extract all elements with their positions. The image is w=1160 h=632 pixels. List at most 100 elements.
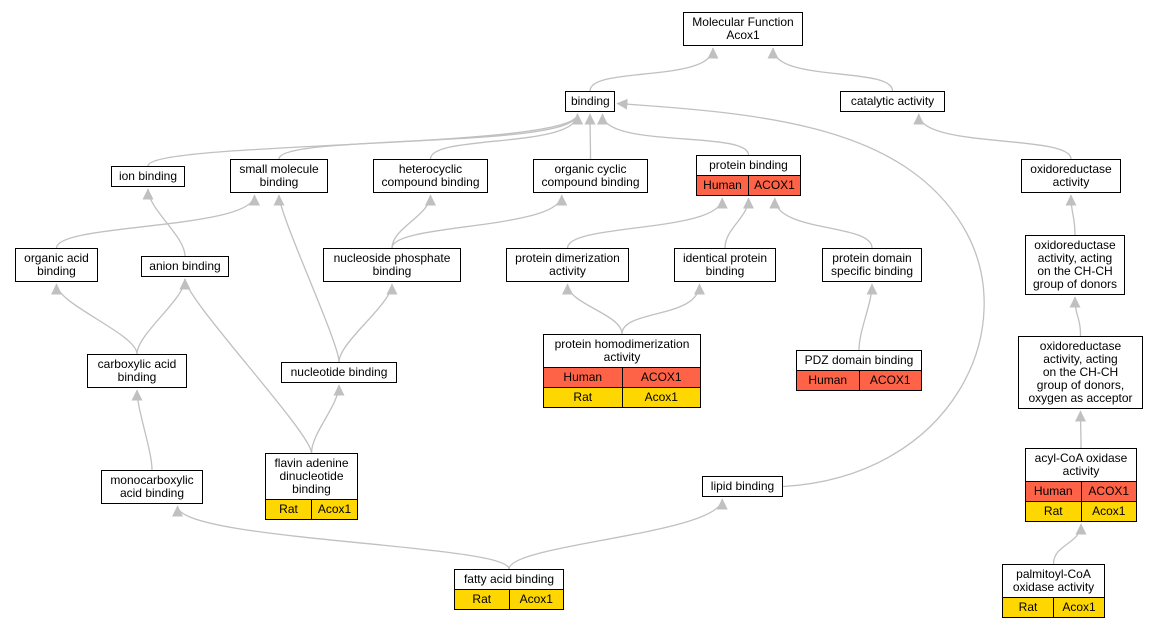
annotation-row: Human ACOX1 bbox=[1026, 481, 1136, 501]
go-term-binding[interactable]: binding bbox=[565, 91, 615, 112]
go-term-label: Molecular Function Acox1 bbox=[692, 15, 794, 42]
go-term-pdsb[interactable]: protein domain specific binding bbox=[822, 248, 922, 282]
edge-smb-to-binding bbox=[278, 113, 583, 160]
go-term-label: oxidoreductase activity bbox=[1030, 162, 1112, 189]
gene-cell: ACOX1 bbox=[858, 371, 922, 390]
go-term-label: lipid binding bbox=[710, 479, 775, 493]
edge-oxacc-to-oxch bbox=[1069, 296, 1082, 337]
gene-cell: ACOX1 bbox=[748, 176, 800, 195]
go-term-smb[interactable]: small molecule binding bbox=[230, 159, 328, 193]
go-term-anb[interactable]: anion binding bbox=[141, 256, 229, 277]
edge-mcab-to-cab bbox=[131, 389, 153, 471]
species-cell: Rat bbox=[1043, 504, 1063, 518]
edge-hcb-to-binding bbox=[429, 113, 583, 160]
go-term-label: protein domain specific binding bbox=[830, 251, 914, 278]
gene-cell: Acox1 bbox=[1053, 598, 1104, 617]
go-term-oab[interactable]: organic acid binding bbox=[15, 248, 98, 282]
go-term-cat[interactable]: catalytic activity bbox=[840, 91, 945, 112]
go-term-hcb[interactable]: heterocyclic compound binding bbox=[373, 159, 488, 193]
go-term-label: organic cyclic compound binding bbox=[541, 162, 640, 189]
go-term-cab[interactable]: carboxylic acid binding bbox=[87, 354, 187, 388]
edge-pcoa-to-acyl bbox=[1052, 523, 1087, 565]
gene-cell: Acox1 bbox=[311, 500, 357, 519]
go-term-label: organic acid binding bbox=[24, 251, 89, 278]
gene-cell: ACOX1 bbox=[1080, 482, 1137, 501]
gene-cell: ACOX1 bbox=[621, 368, 701, 387]
edge-pb-to-binding bbox=[597, 113, 750, 156]
go-term-label: binding bbox=[571, 94, 610, 108]
edge-ocb-to-binding bbox=[584, 113, 596, 160]
go-term-label: catalytic activity bbox=[850, 94, 935, 108]
edge-phd-to-ipb bbox=[621, 283, 705, 335]
go-term-nb[interactable]: nucleotide binding bbox=[281, 362, 397, 383]
annotation-row: Human ACOX1 bbox=[697, 175, 800, 195]
edge-pdsb-to-pb bbox=[769, 197, 873, 249]
species-cell: Human bbox=[703, 178, 742, 192]
edge-oxr-to-cat bbox=[913, 113, 1072, 160]
go-term-label: carboxylic acid binding bbox=[97, 357, 177, 384]
species-cell: Human bbox=[1033, 484, 1073, 498]
edge-anb-to-ionb bbox=[142, 188, 186, 257]
edge-oab-to-smb bbox=[55, 194, 260, 249]
edge-phd-to-pda bbox=[562, 283, 623, 335]
go-term-ocb[interactable]: organic cyclic compound binding bbox=[533, 159, 648, 193]
edge-nb-to-npb bbox=[338, 283, 398, 363]
edge-pdz-to-pdsb bbox=[858, 283, 878, 351]
edge-cat-to-mf bbox=[767, 47, 894, 92]
edge-ipb-to-pb bbox=[724, 197, 754, 249]
go-term-mcab[interactable]: monocarboxylic acid binding bbox=[101, 470, 203, 504]
edge-oxch-to-oxr bbox=[1065, 194, 1077, 236]
go-term-label: fatty acid binding bbox=[463, 572, 555, 586]
go-term-oxr[interactable]: oxidoreductase activity bbox=[1021, 159, 1121, 193]
go-term-label: PDZ domain binding bbox=[804, 353, 914, 367]
annotation-row: Human ACOX1 bbox=[544, 367, 700, 387]
gene-cell: Acox1 bbox=[1080, 502, 1137, 521]
go-term-ipb[interactable]: identical protein binding bbox=[674, 248, 776, 282]
annotation-row: Rat Acox1 bbox=[1026, 501, 1136, 521]
go-term-label: protein homodimerization activity bbox=[554, 337, 690, 364]
go-term-lb[interactable]: lipid binding bbox=[702, 476, 783, 497]
go-term-label: palmitoyl-CoA oxidase activity bbox=[1012, 567, 1095, 594]
annotation-row: Rat Acox1 bbox=[455, 589, 563, 609]
edge-fad-to-anb bbox=[179, 278, 313, 454]
go-term-label: oxidoreductase activity, acting on the C… bbox=[1032, 238, 1118, 291]
edge-fad-to-nb bbox=[310, 384, 345, 454]
edge-nb-to-smb bbox=[273, 194, 340, 363]
go-term-ionb[interactable]: ion binding bbox=[111, 166, 185, 187]
go-term-label: protein dimerization activity bbox=[515, 251, 620, 278]
species-cell: Rat bbox=[573, 390, 593, 404]
edge-npb-to-ocb bbox=[391, 194, 568, 249]
edge-lb-to-binding bbox=[616, 98, 985, 488]
edge-fab-to-mcab bbox=[172, 505, 510, 570]
go-term-label: nucleoside phosphate binding bbox=[333, 251, 451, 278]
go-term-oxch[interactable]: oxidoreductase activity, acting on the C… bbox=[1025, 235, 1125, 295]
edge-binding-to-mf bbox=[589, 47, 719, 92]
go-term-label: flavin adenine dinucleotide binding bbox=[274, 456, 349, 496]
go-term-oxacc[interactable]: oxidoreductase activity, acting on the C… bbox=[1018, 336, 1143, 409]
go-term-label: nucleotide binding bbox=[290, 365, 388, 379]
gene-cell: Acox1 bbox=[621, 388, 701, 407]
edge-cab-to-oab bbox=[51, 283, 138, 355]
go-term-label: monocarboxylic acid binding bbox=[110, 473, 194, 500]
go-term-label: acyl-CoA oxidase activity bbox=[1034, 451, 1128, 478]
edge-acyl-to-oxacc bbox=[1075, 410, 1087, 449]
edge-ionb-to-binding bbox=[147, 113, 583, 167]
annotation-row: Rat Acox1 bbox=[544, 387, 700, 407]
go-term-mf[interactable]: Molecular Function Acox1 bbox=[683, 12, 803, 46]
gene-cell: Acox1 bbox=[508, 590, 564, 609]
species-cell: Human bbox=[563, 370, 603, 384]
go-term-npb[interactable]: nucleoside phosphate binding bbox=[323, 248, 461, 282]
species-cell: Rat bbox=[472, 592, 492, 606]
go-term-label: identical protein binding bbox=[682, 251, 768, 278]
go-term-pda[interactable]: protein dimerization activity bbox=[506, 248, 629, 282]
